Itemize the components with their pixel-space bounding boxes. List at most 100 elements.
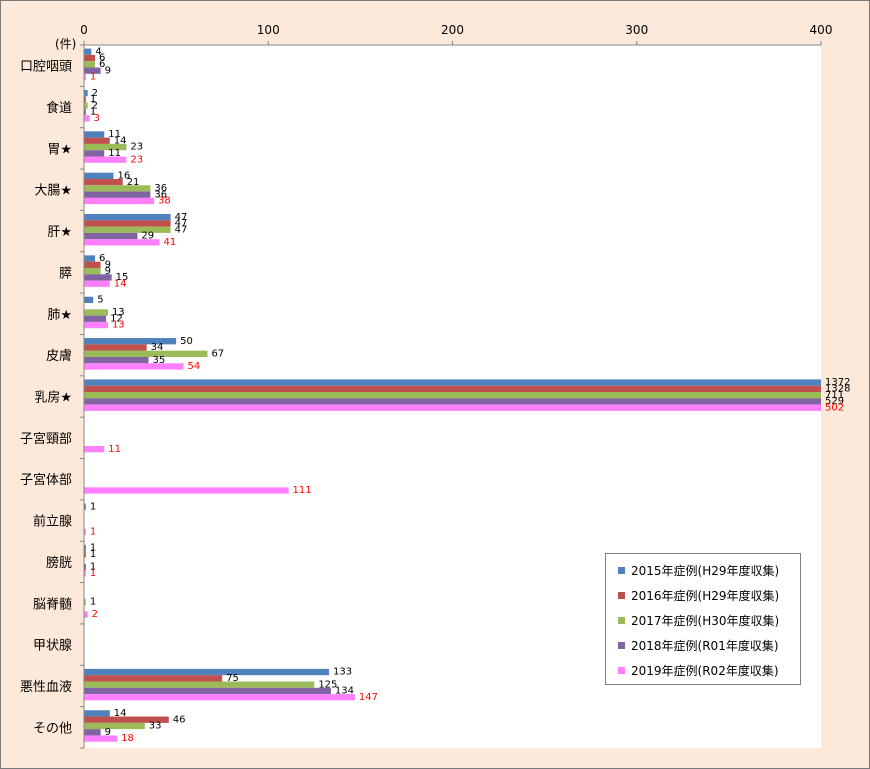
bar <box>84 54 96 62</box>
data-label: 6 <box>99 53 105 64</box>
data-label: 1 <box>90 543 96 554</box>
data-label: 23 <box>130 142 143 153</box>
x-tick-label: 400 <box>810 23 833 37</box>
bar <box>84 226 171 233</box>
bar <box>84 344 147 351</box>
bar <box>84 296 94 304</box>
bar <box>84 239 160 246</box>
data-label: 4 <box>95 46 101 57</box>
data-label: 16 <box>117 170 130 181</box>
bar <box>84 694 355 701</box>
bar <box>84 687 331 695</box>
bar <box>84 356 149 364</box>
legend: 2015年症例(H29年度収集) 2016年症例(H29年度収集) 2017年症例(… <box>605 553 801 685</box>
bar <box>84 220 171 227</box>
category-label: 子宮体部 <box>20 472 72 488</box>
data-label: 147 <box>359 692 378 703</box>
bar <box>84 197 155 205</box>
category-label: 甲状腺 <box>33 639 72 654</box>
bar <box>84 143 127 151</box>
data-label: 11 <box>108 148 121 159</box>
data-label: 36 <box>154 183 167 194</box>
data-label: 38 <box>158 196 171 207</box>
bar <box>84 404 821 411</box>
bar <box>84 398 821 405</box>
bar <box>84 385 821 393</box>
bar <box>84 61 96 68</box>
data-label: 67 <box>211 348 224 359</box>
bar <box>84 598 86 606</box>
bar <box>84 214 171 221</box>
bar <box>84 48 92 55</box>
data-label: 125 <box>318 679 337 690</box>
legend-label: 2017年症例(H30年度収集) <box>631 614 780 628</box>
data-label: 3 <box>94 113 100 124</box>
data-label: 133 <box>333 667 352 678</box>
bar <box>84 137 110 144</box>
data-label: 29 <box>141 231 154 242</box>
data-label: 15 <box>116 272 129 283</box>
data-label: 1 <box>90 562 96 573</box>
data-label: 1 <box>90 94 96 105</box>
legend-swatch <box>618 567 625 574</box>
bar <box>84 528 86 535</box>
bar <box>84 274 112 281</box>
data-label: 711 <box>825 390 844 401</box>
x-tick-label: 0 <box>80 23 88 37</box>
data-label: 54 <box>187 361 200 372</box>
bar <box>84 185 151 192</box>
category-label: 胃★ <box>47 142 72 157</box>
data-label: 41 <box>164 237 177 248</box>
x-tick-label: 100 <box>257 23 280 37</box>
category-label: 肺★ <box>47 308 72 323</box>
bar <box>84 96 86 103</box>
data-label: 13 <box>112 320 125 331</box>
data-label: 1 <box>90 526 96 537</box>
bar <box>84 338 177 345</box>
data-label: 9 <box>105 266 111 277</box>
bar <box>84 150 105 157</box>
category-label: 子宮頸部 <box>20 431 72 447</box>
bar <box>84 131 105 138</box>
unit-label: (件) <box>55 37 76 51</box>
bar <box>84 503 86 510</box>
legend-swatch <box>618 592 625 599</box>
data-label: 1 <box>90 549 96 560</box>
bar <box>84 392 821 399</box>
category-label: 大腸★ <box>34 184 72 199</box>
category-label: 皮膚 <box>46 348 72 364</box>
bar <box>84 350 208 357</box>
bar <box>84 191 151 198</box>
legend-label: 2015年症例(H29年度収集) <box>631 564 780 578</box>
data-label: 1372 <box>825 377 850 388</box>
bar <box>84 681 315 688</box>
data-label: 34 <box>151 342 164 353</box>
data-label: 14 <box>114 135 127 146</box>
category-label: 前立腺 <box>33 514 72 530</box>
legend-label: 2016年症例(H29年度収集) <box>631 589 780 603</box>
data-label: 47 <box>175 212 188 223</box>
category-label: 肝★ <box>47 225 72 240</box>
data-label: 35 <box>152 355 165 366</box>
data-label: 47 <box>175 218 188 229</box>
bar <box>84 108 86 116</box>
bar <box>84 315 107 322</box>
data-label: 11 <box>108 129 121 140</box>
bar <box>84 716 169 723</box>
data-label: 36 <box>154 189 167 200</box>
bar <box>84 156 127 163</box>
bar <box>84 102 88 109</box>
data-label: 9 <box>105 65 111 76</box>
legend-item: 2018年症例(R01年度収集) <box>618 633 800 658</box>
bar <box>84 675 223 682</box>
data-label: 1 <box>90 597 96 608</box>
data-label: 6 <box>99 253 105 264</box>
bar <box>84 255 96 262</box>
category-label: 乳房★ <box>34 390 72 406</box>
data-label: 1 <box>90 568 96 579</box>
bar <box>84 232 138 240</box>
data-label: 23 <box>130 154 143 165</box>
data-label: 14 <box>114 708 127 719</box>
bar <box>84 551 86 558</box>
bar <box>84 611 88 618</box>
